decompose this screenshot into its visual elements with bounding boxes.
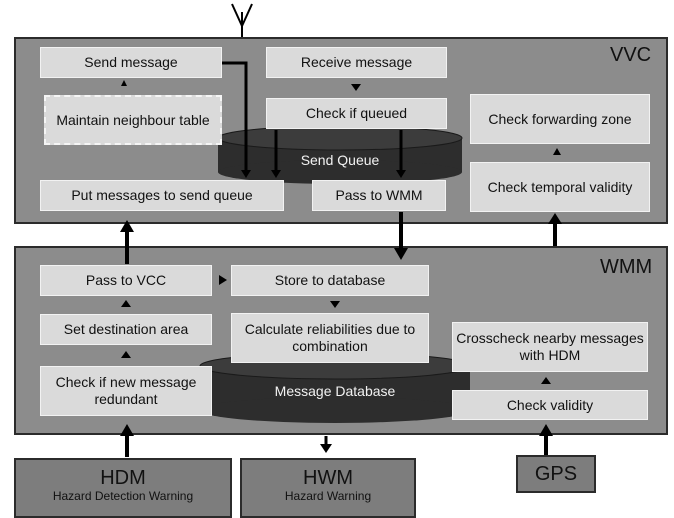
hwm-title: HWM — [303, 467, 353, 489]
put-messages-to-send-queue-box: Put messages to send queue — [40, 180, 284, 211]
arrow-set-to-pass — [121, 300, 131, 307]
send-queue-label: Send Queue — [300, 152, 380, 168]
check-temporal-validity-box: Check temporal validity — [470, 162, 650, 212]
pass-to-wmm-box: Pass to WMM — [312, 180, 446, 211]
gps-title: GPS — [534, 463, 578, 485]
arrow-store-to-calc — [330, 301, 340, 308]
hdm-subtitle: Hazard Detection Warning — [52, 489, 194, 503]
message-database-cylinder — [199, 352, 471, 423]
wmm-label: WMM — [600, 256, 653, 278]
receive-message-box: Receive message — [266, 47, 447, 78]
arrow-pass-to-store — [219, 275, 227, 285]
maintain-neighbour-table-box: Maintain neighbour table — [44, 95, 222, 145]
arrow-send-message-bracket — [222, 61, 248, 172]
calculate-reliabilities-box: Calculate reliabilities due to combinati… — [231, 313, 429, 363]
set-destination-area-box: Set destination area — [40, 314, 212, 345]
message-database-label: Message Database — [274, 383, 396, 399]
send-message-box: Send message — [40, 47, 222, 78]
check-if-new-message-redundant-box: Check if new message redundant — [40, 366, 212, 416]
vvc-label: VVC — [610, 44, 652, 66]
hwm-module: HWM Hazard Warning — [240, 458, 416, 518]
hwm-subtitle: Hazard Warning — [284, 489, 372, 503]
arrow-maintain-to-send — [121, 80, 127, 86]
arrow-validity-to-crosscheck — [541, 377, 551, 384]
store-to-database-box: Store to database — [231, 265, 429, 296]
arrow-temporal-to-forwarding — [553, 148, 561, 155]
check-if-queued-box: Check if queued — [266, 98, 447, 129]
arrow-check-to-set — [121, 351, 131, 358]
arrow-receive-to-check — [351, 84, 361, 91]
hdm-title: HDM — [100, 467, 146, 489]
pass-to-vcc-box: Pass to VCC — [40, 265, 212, 296]
check-validity-box: Check validity — [452, 390, 648, 420]
check-forwarding-zone-box: Check forwarding zone — [470, 94, 650, 144]
gps-module: GPS — [516, 455, 596, 493]
crosscheck-nearby-messages-box: Crosscheck nearby messages with HDM — [452, 322, 648, 372]
